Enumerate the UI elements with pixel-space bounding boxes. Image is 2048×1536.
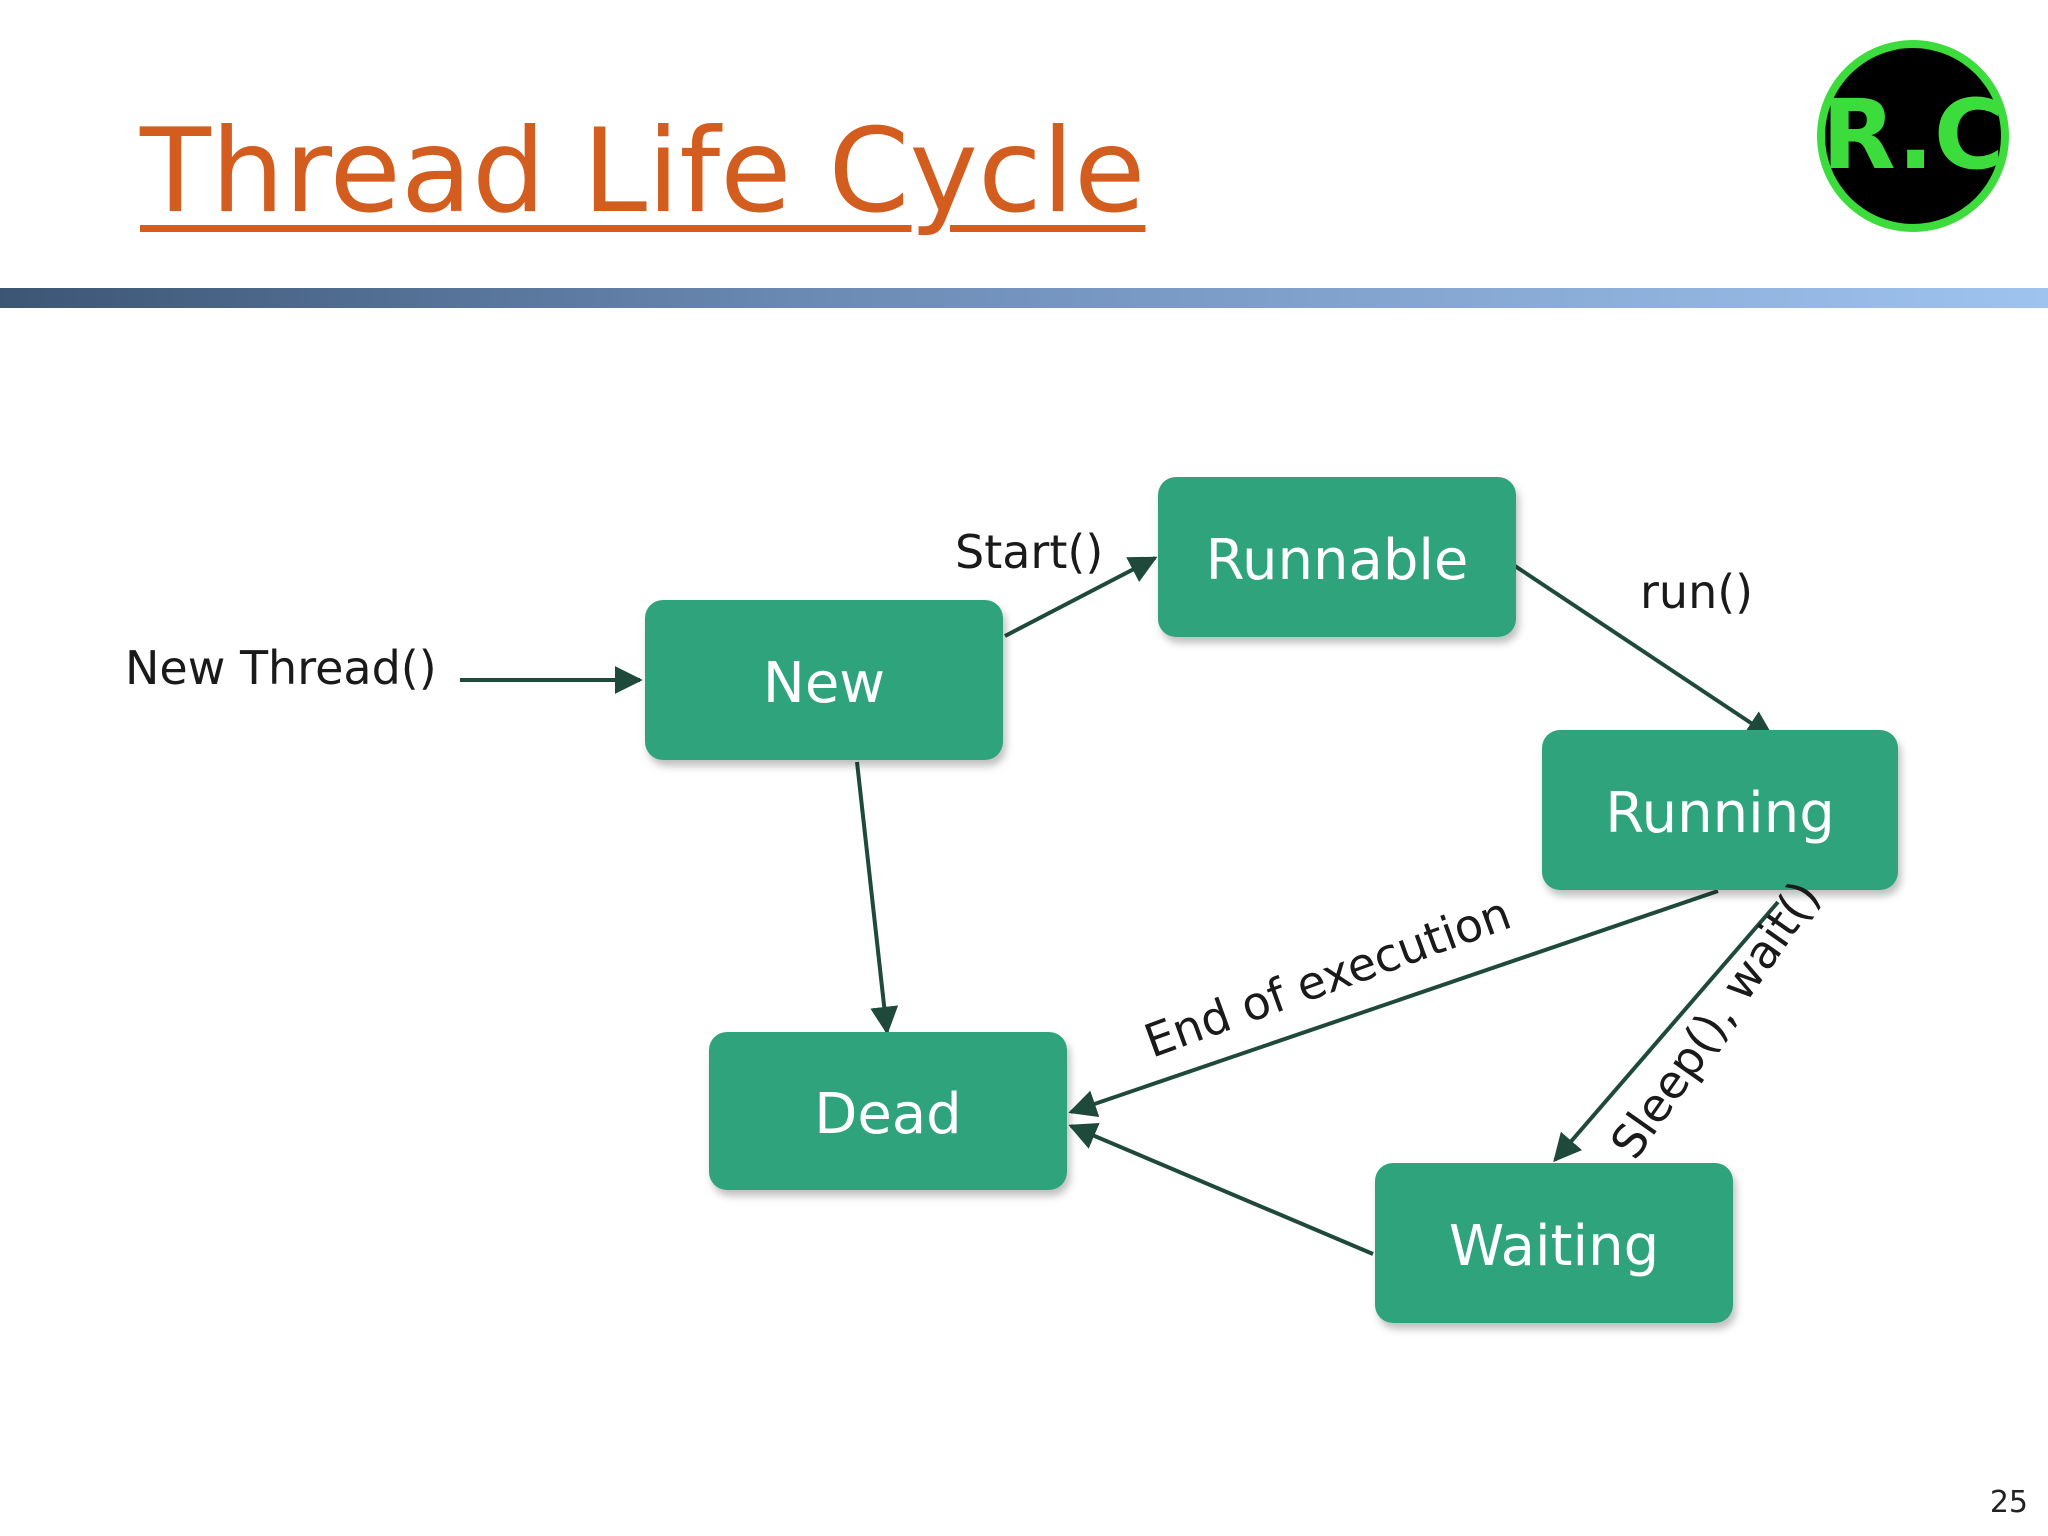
logo-lettering: R.C	[1822, 79, 2005, 191]
state-running-label: Running	[1605, 781, 1834, 846]
label-run: run()	[1640, 565, 1753, 619]
state-running-box	[1542, 730, 1898, 890]
state-dead-box	[709, 1032, 1067, 1190]
state-waiting-label: Waiting	[1449, 1214, 1659, 1279]
rc-logo: R.C	[1817, 40, 2009, 232]
slide-title: Thread Life Cycle	[140, 104, 1146, 239]
page-number: 25	[1989, 1485, 2028, 1520]
label-sleep-wait: Sleep(), wait()	[1600, 871, 1831, 1169]
label-new-thread: New Thread()	[125, 641, 437, 695]
state-dead-label: Dead	[814, 1082, 961, 1147]
label-start: Start()	[955, 525, 1103, 579]
state-new-label: New	[763, 651, 885, 716]
edges	[460, 556, 1780, 1256]
state-runnable-label: Runnable	[1206, 528, 1469, 593]
state-runnable-box	[1158, 477, 1516, 637]
state-waiting-box	[1375, 1163, 1733, 1323]
edge-runnable-to-running	[1513, 564, 1775, 739]
state-runnable: Runnable	[1158, 477, 1516, 637]
state-new-box	[645, 600, 1003, 760]
state-new: New	[645, 600, 1003, 760]
edge-waiting-to-dead	[1068, 1122, 1374, 1256]
state-waiting: Waiting	[1375, 1163, 1733, 1323]
edge-new-to-runnable	[1004, 556, 1158, 638]
edge-new-to-dead	[855, 761, 899, 1035]
edge-running-to-waiting	[1553, 900, 1780, 1163]
edge-running-to-dead	[1068, 889, 1719, 1118]
logo-disc	[1825, 48, 2001, 224]
state-dead: Dead	[709, 1032, 1067, 1190]
state-running: Running	[1542, 730, 1898, 890]
title-divider-bar	[0, 288, 2048, 308]
